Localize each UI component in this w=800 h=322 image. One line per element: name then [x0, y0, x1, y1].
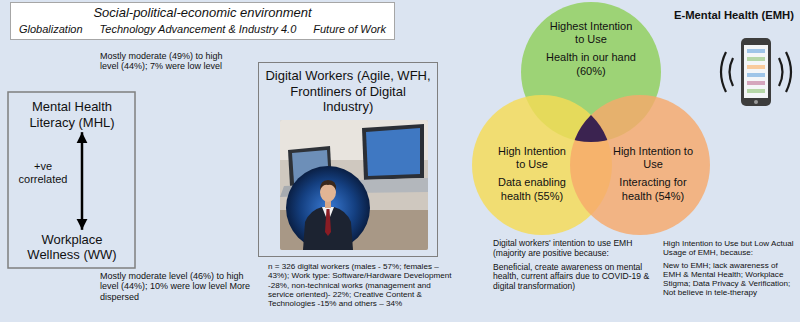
- laptop-screen: [362, 124, 424, 180]
- signal-wave: [779, 58, 783, 86]
- venn-circle-fill: [570, 95, 710, 235]
- worker-photo: [280, 120, 428, 250]
- text-group: Highest Intention to UseHealth in our ha…: [546, 20, 636, 78]
- node-text: Globalization: [19, 23, 83, 36]
- photo-wall: [280, 120, 428, 250]
- population-box: Digital Workers (Agile, WFH, Frontliners…: [258, 62, 438, 257]
- phone-app-row: [747, 89, 765, 93]
- phone-button: [754, 100, 758, 104]
- person-suit: [303, 207, 353, 250]
- text-group: Digital Workers (Agile, WFH, Frontliners…: [265, 68, 431, 115]
- concept-box: Mental Health Literacy (MHL): [12, 97, 132, 132]
- node-text: Technology Advancement & Industry 4.0: [100, 23, 297, 36]
- text-group: Social-political-economic environment: [19, 5, 386, 21]
- finding-note: Beneficial, create awareness on mental h…: [493, 263, 659, 292]
- signal-wave: [721, 52, 726, 92]
- finding-note: High Intention to Use but Low Actual Usa…: [663, 239, 796, 258]
- circle-text-area: High Intention to UseData enabling healt…: [492, 145, 572, 203]
- concept-box: Workplace Wellness (WW): [12, 230, 132, 265]
- phone-app-row: [747, 57, 765, 61]
- node-heading: Highest Intention to Use: [546, 20, 636, 46]
- circle-text-area: High Intention to UseInteracting for hea…: [612, 145, 694, 203]
- node-text: Data enabling health (55%): [492, 176, 572, 202]
- person-tie: [325, 209, 331, 236]
- venn-circle-shape: [570, 95, 710, 235]
- connector-label: +ve correlated: [11, 160, 75, 185]
- phone-app-row: [747, 81, 765, 85]
- result-note: Mostly moderate level (46%) to high leve…: [100, 271, 252, 302]
- node-heading: High Intention to Use: [612, 145, 694, 171]
- phone-app-row: [747, 49, 765, 53]
- node-heading: Workplace Wellness (WW): [14, 232, 130, 263]
- context-box: Social-political-economic environmentGlo…: [10, 2, 395, 40]
- phone-icon: [721, 38, 791, 106]
- result-note: Mostly moderate (49%) to high level (44%…: [100, 51, 242, 72]
- text-group: Globalization Technology Advancement & In…: [19, 23, 386, 36]
- signal-wave: [730, 58, 734, 86]
- node-heading: High Intention to Use: [492, 145, 572, 171]
- venn-circle: High Intention to UseInteracting for hea…: [570, 95, 710, 235]
- venn-center-fill: [570, 95, 710, 235]
- group-frame: [8, 92, 135, 268]
- phone-screen: [744, 45, 768, 98]
- finding-note: Digital workers' intention to use EMH (m…: [493, 239, 659, 259]
- node-heading: Mental Health Literacy (MHL): [14, 99, 130, 130]
- phone-app-row: [747, 65, 765, 69]
- digital-glow: [286, 166, 370, 250]
- text-group: High Intention to UseInteracting for hea…: [612, 145, 694, 203]
- circle-text-area: Highest Intention to UseHealth in our ha…: [546, 20, 636, 78]
- phone-body: [741, 38, 771, 106]
- venn-center: [570, 95, 710, 235]
- node-heading: Digital Workers (Agile, WFH, Frontliners…: [265, 68, 431, 115]
- correlation-arrow: [81, 132, 84, 230]
- panel-title: E-Mental Health (EMH): [636, 9, 794, 22]
- finding-note: New to EMH; lack awareness of EMH & Ment…: [663, 261, 796, 298]
- person-hair: [320, 180, 336, 190]
- signal-wave: [786, 52, 791, 92]
- phone-app-row: [747, 73, 765, 77]
- node-text: Future of Work: [313, 23, 386, 36]
- text-group: Mental Health Literacy (MHL): [14, 99, 130, 130]
- node-text: Interacting for health (54%): [612, 176, 694, 202]
- text-group: Workplace Wellness (WW): [14, 232, 130, 263]
- sample-note: n = 326 digital workers (males - 57%; fe…: [268, 262, 452, 308]
- node-text: Health in our hand (60%): [546, 51, 636, 77]
- node-heading: Social-political-economic environment: [19, 5, 386, 21]
- text-group: High Intention to UseData enabling healt…: [492, 145, 572, 203]
- laptop-display: [366, 128, 420, 176]
